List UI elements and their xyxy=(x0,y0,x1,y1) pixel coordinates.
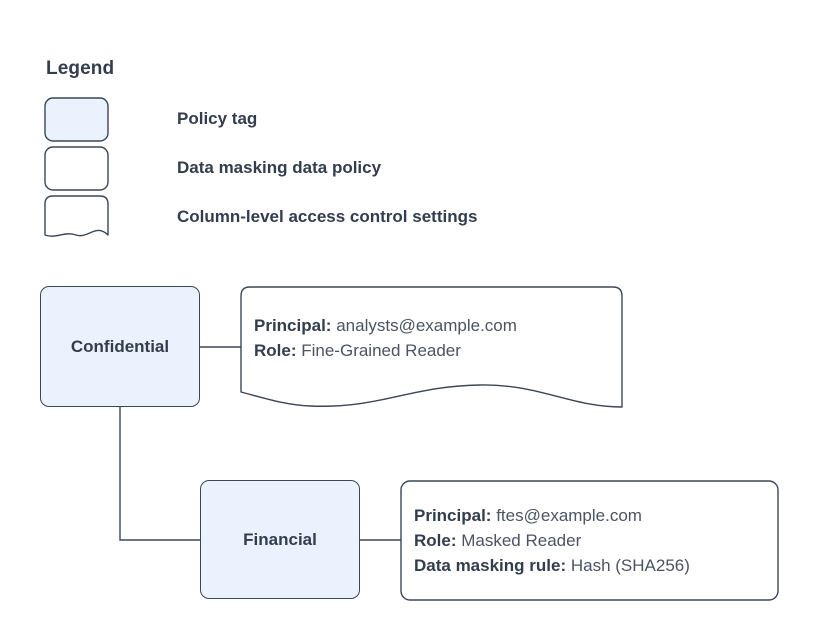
legend-item-policy-tag: Policy tag xyxy=(44,96,257,142)
node-financial[interactable]: Financial xyxy=(200,480,360,599)
legend-item-access-control: Column-level access control settings xyxy=(44,194,477,240)
connector-confidential-to-financial xyxy=(119,406,201,541)
node-label: Financial xyxy=(243,529,317,549)
legend-item-label: Data masking data policy xyxy=(177,158,382,177)
node-label: Confidential xyxy=(70,336,170,356)
legend-item-data-policy: Data masking data policy xyxy=(44,145,381,191)
legend-item-label: Column-level access control settings xyxy=(177,207,478,226)
wavy-bottom-shape xyxy=(240,286,623,408)
data-policy-swatch xyxy=(44,145,109,191)
legend-item-label: Policy tag xyxy=(177,109,258,128)
access-control-swatch xyxy=(44,194,109,240)
policy-tag-swatch xyxy=(44,96,109,142)
node-confidential[interactable]: Confidential xyxy=(40,286,200,407)
callout-confidential[interactable]: Principal: analysts@example.com Role: Fi… xyxy=(240,286,623,410)
callout-financial[interactable]: Principal: ftes@example.com Role: Masked… xyxy=(400,480,779,601)
rounded-rect-shape xyxy=(400,480,779,601)
legend-title: Legend xyxy=(46,58,115,79)
